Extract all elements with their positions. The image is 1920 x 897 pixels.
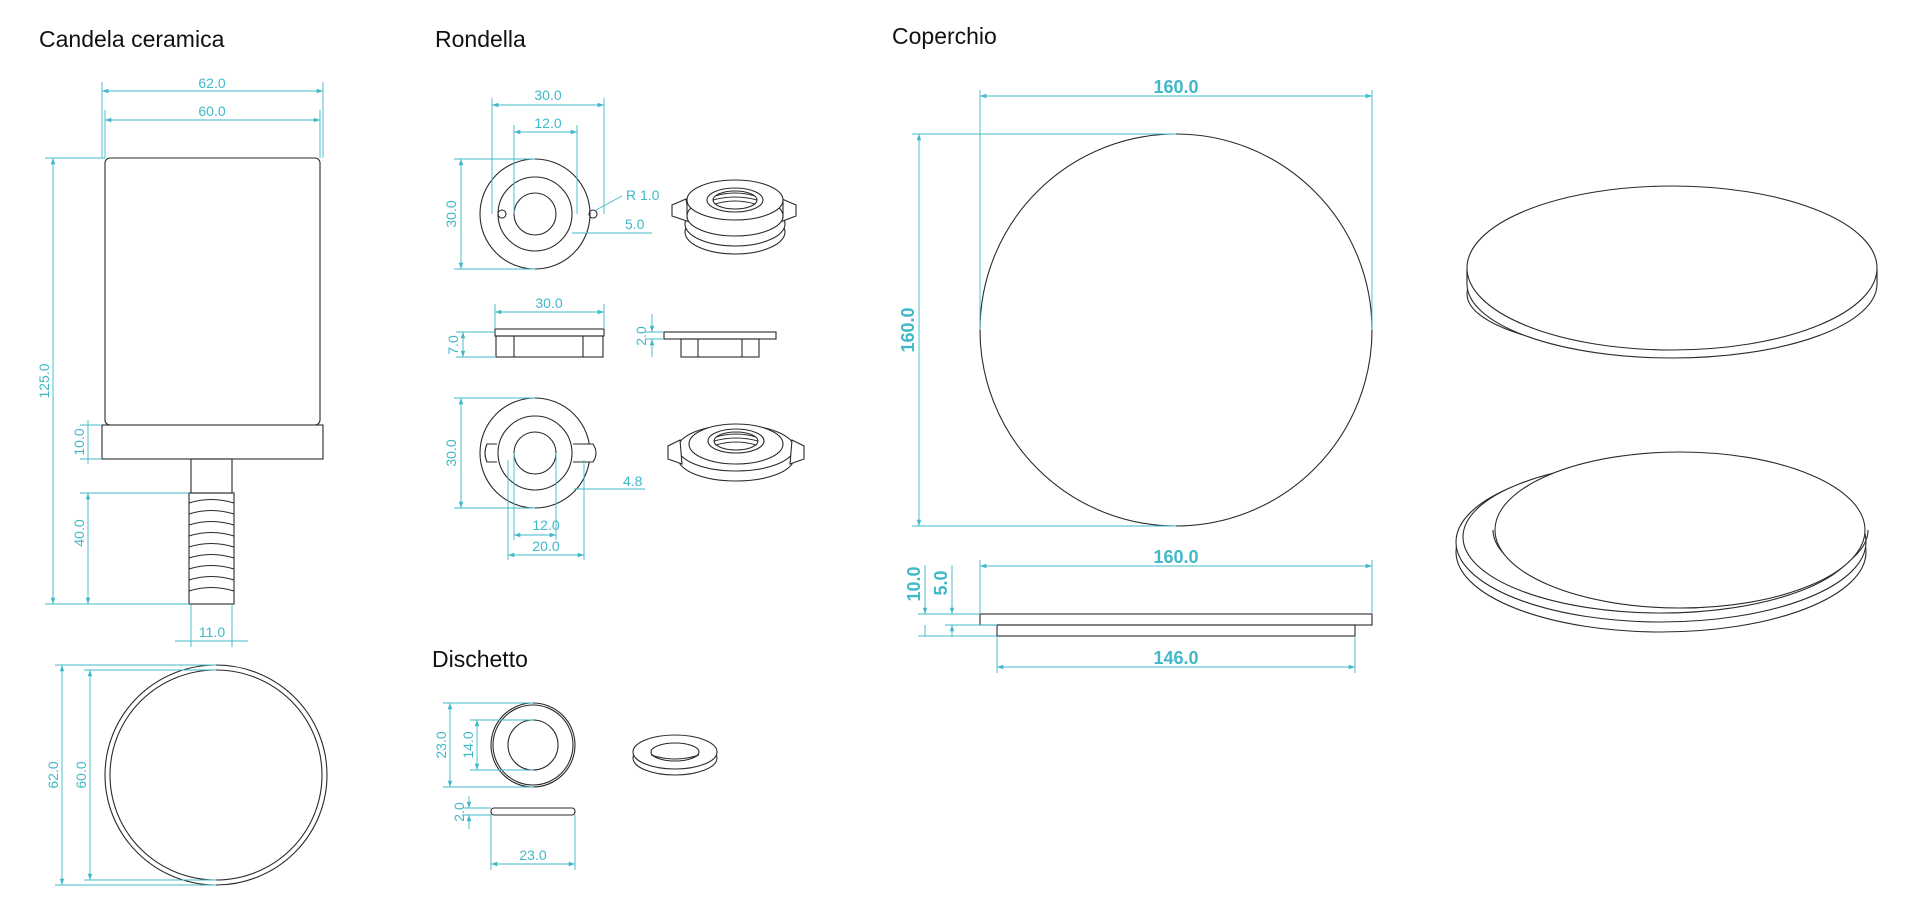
title-rondella: Rondella [435, 26, 526, 52]
dim-rondella-h2: 2.0 [633, 326, 649, 346]
dim-rondella-20: 20.0 [532, 538, 559, 554]
candela-front-view [101, 157, 324, 605]
dim-candela-62-top: 62.0 [198, 75, 225, 91]
rondella-iso-b [667, 423, 805, 482]
coperchio-top-view [979, 133, 1373, 527]
dim-coperchio-h5: 5.0 [931, 570, 951, 595]
candela-base-ring [101, 424, 324, 460]
dim-coperchio-160-top: 160.0 [1153, 77, 1198, 97]
rondella-side-view [494, 328, 605, 358]
dim-rondella-h7: 7.0 [445, 335, 461, 355]
rondella-dimensions-b: 30.0 4.8 12.0 20.0 [443, 397, 645, 560]
dim-rondella-h30-a: 30.0 [443, 200, 459, 227]
candela-body [104, 157, 321, 426]
rondella-side-view-b: 2.0 [633, 314, 777, 358]
dim-dischetto-h23: 23.0 [433, 731, 449, 758]
rondella-top-view-a [479, 158, 598, 270]
dischetto-iso-view [632, 734, 718, 776]
coperchio-dimensions: 160.0 160.0 [898, 77, 1373, 527]
dim-candela-125: 125.0 [36, 363, 52, 398]
candela-shank [190, 458, 233, 494]
coperchio-iso-top [1466, 185, 1878, 359]
dim-candela-10: 10.0 [71, 428, 87, 455]
dim-rondella-30-b: 30.0 [535, 295, 562, 311]
dischetto-top-view [490, 702, 576, 788]
dim-rondella-r1: R 1.0 [626, 187, 660, 203]
dim-dischetto-h14: 14.0 [460, 731, 476, 758]
dim-coperchio-160-side: 160.0 [1153, 547, 1198, 567]
candela-thread [188, 492, 235, 605]
dim-rondella-h30-c: 30.0 [443, 439, 459, 466]
dim-coperchio-h160: 160.0 [898, 307, 918, 352]
rondella-iso-a [671, 179, 797, 255]
dim-rondella-12-a: 12.0 [534, 115, 561, 131]
dim-rondella-5: 5.0 [625, 216, 645, 232]
title-coperchio: Coperchio [892, 23, 997, 49]
rondella-top-view-b [479, 397, 597, 509]
dim-dischetto-w23: 23.0 [519, 847, 546, 863]
dim-candela-40: 40.0 [71, 519, 87, 546]
title-candela-ceramica: Candela ceramica [39, 26, 225, 52]
dim-rondella-30-a: 30.0 [534, 87, 561, 103]
dim-candela-60-top: 60.0 [198, 103, 225, 119]
candela-top-dimensions: 62.0 60.0 [45, 664, 216, 886]
dim-coperchio-h10: 10.0 [904, 566, 924, 601]
dim-coperchio-146: 146.0 [1153, 648, 1198, 668]
dischetto-side-view: 2.0 23.0 [451, 796, 576, 870]
dischetto-dimensions: 23.0 14.0 [433, 702, 533, 788]
coperchio-side-view: 160.0 146.0 10.0 5.0 [904, 547, 1373, 673]
coperchio-iso-bottom [1455, 451, 1869, 633]
rondella-side-dimensions: 30.0 7.0 [445, 295, 605, 358]
dim-rondella-12-c: 12.0 [532, 517, 559, 533]
candela-dimensions: 62.0 60.0 125.0 10.0 40.0 11.0 [36, 75, 324, 647]
rondella-dimensions-a: 30.0 12.0 30.0 R 1.0 5.0 [443, 87, 660, 270]
dim-candela-11: 11.0 [199, 624, 225, 640]
dim-dischetto-h2: 2.0 [451, 802, 467, 822]
title-dischetto: Dischetto [432, 646, 528, 672]
dim-candela-d60: 60.0 [73, 761, 89, 788]
candela-top-view [104, 664, 328, 886]
dim-candela-d62: 62.0 [45, 761, 61, 788]
dim-rondella-48: 4.8 [623, 473, 643, 489]
